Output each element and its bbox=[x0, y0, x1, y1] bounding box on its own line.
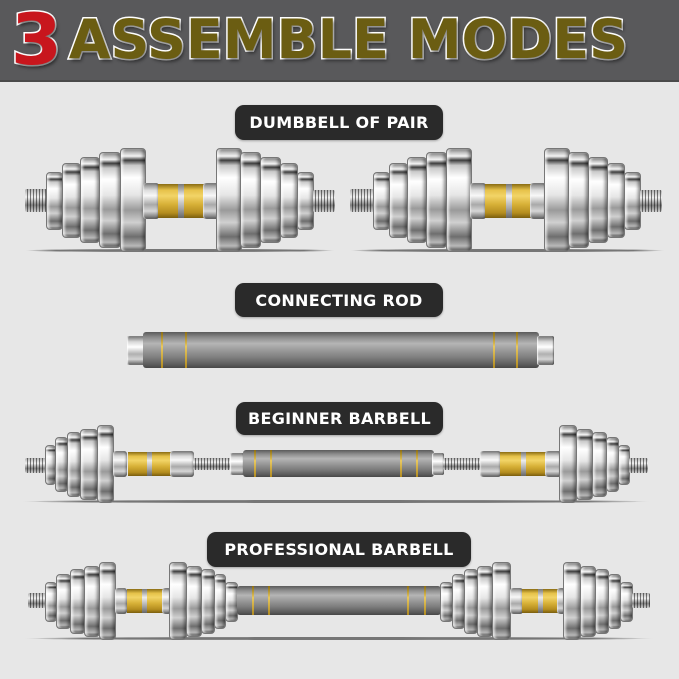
label-dumbbell-of-pair: DUMBBELL OF PAIR bbox=[235, 105, 443, 140]
thread-end-icon bbox=[25, 189, 47, 212]
thread-end-icon bbox=[640, 190, 662, 212]
label-beginner-barbell: BEGINNER BARBELL bbox=[236, 402, 443, 435]
thread-end-icon bbox=[632, 593, 650, 608]
thread-end-icon bbox=[350, 189, 374, 212]
headline: 3 ASSEMBLE MODES bbox=[9, 0, 629, 81]
headline-number: 3 bbox=[9, 0, 63, 81]
headline-title: ASSEMBLE MODES bbox=[67, 8, 629, 71]
thread-end-icon bbox=[629, 458, 648, 473]
thread-end-icon bbox=[313, 190, 335, 212]
label-professional-barbell: PROFESSIONAL BARBELL bbox=[207, 532, 471, 567]
thread-rod-icon bbox=[193, 458, 231, 470]
label-connecting-rod: CONNECTING ROD bbox=[235, 283, 443, 317]
header-banner: 3 ASSEMBLE MODES bbox=[0, 0, 679, 82]
thread-end-icon bbox=[25, 458, 47, 473]
thread-end-icon bbox=[28, 593, 47, 608]
thread-rod-icon bbox=[443, 458, 481, 470]
